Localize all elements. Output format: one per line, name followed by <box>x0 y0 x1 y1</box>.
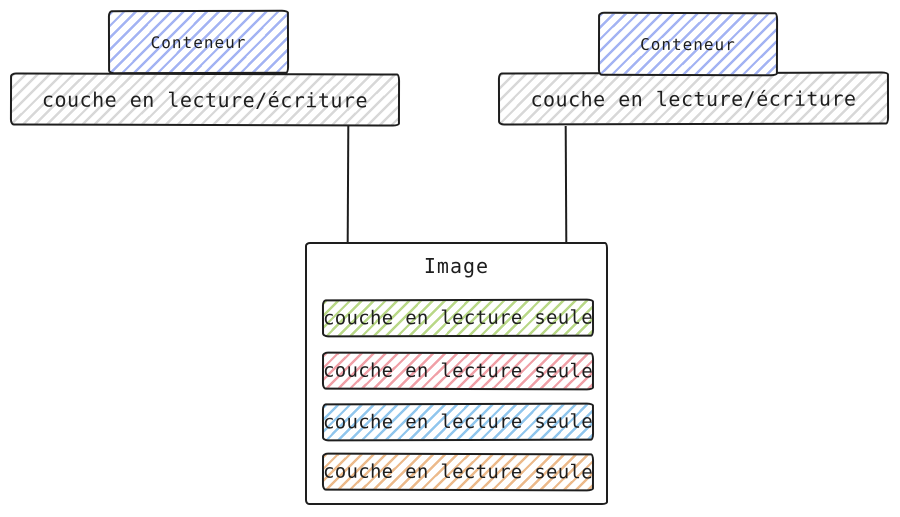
image-box-title: Image <box>423 254 490 278</box>
connector-line-right <box>564 125 568 244</box>
read-write-layer-right: couche en lecture/écriture <box>497 71 890 126</box>
read-only-layer-green-label: couche en lecture seule <box>322 306 594 330</box>
image-box: Image couche en lecture seule couche en … <box>305 242 608 505</box>
container-right-label: Conteneur <box>640 34 736 54</box>
container-box-right: Conteneur <box>597 11 779 77</box>
container-box-left: Conteneur <box>107 9 290 75</box>
read-only-layer-green: couche en lecture seule <box>321 298 595 338</box>
read-only-layer-blue: couche en lecture seule <box>321 402 595 442</box>
read-write-layer-left-label: couche en lecture/écriture <box>41 87 369 112</box>
read-only-layer-pink: couche en lecture seule <box>321 351 595 391</box>
container-left-label: Conteneur <box>150 32 247 52</box>
read-only-layer-blue-label: couche en lecture seule <box>322 410 594 434</box>
read-write-layer-right-label: couche en lecture/écriture <box>530 86 857 111</box>
read-only-layer-pink-label: couche en lecture seule <box>322 359 594 383</box>
connector-line-left <box>346 124 350 244</box>
read-write-layer-left: couche en lecture/écriture <box>9 72 401 127</box>
read-only-layer-orange: couche en lecture seule <box>321 452 595 492</box>
read-only-layer-orange-label: couche en lecture seule <box>322 460 594 484</box>
